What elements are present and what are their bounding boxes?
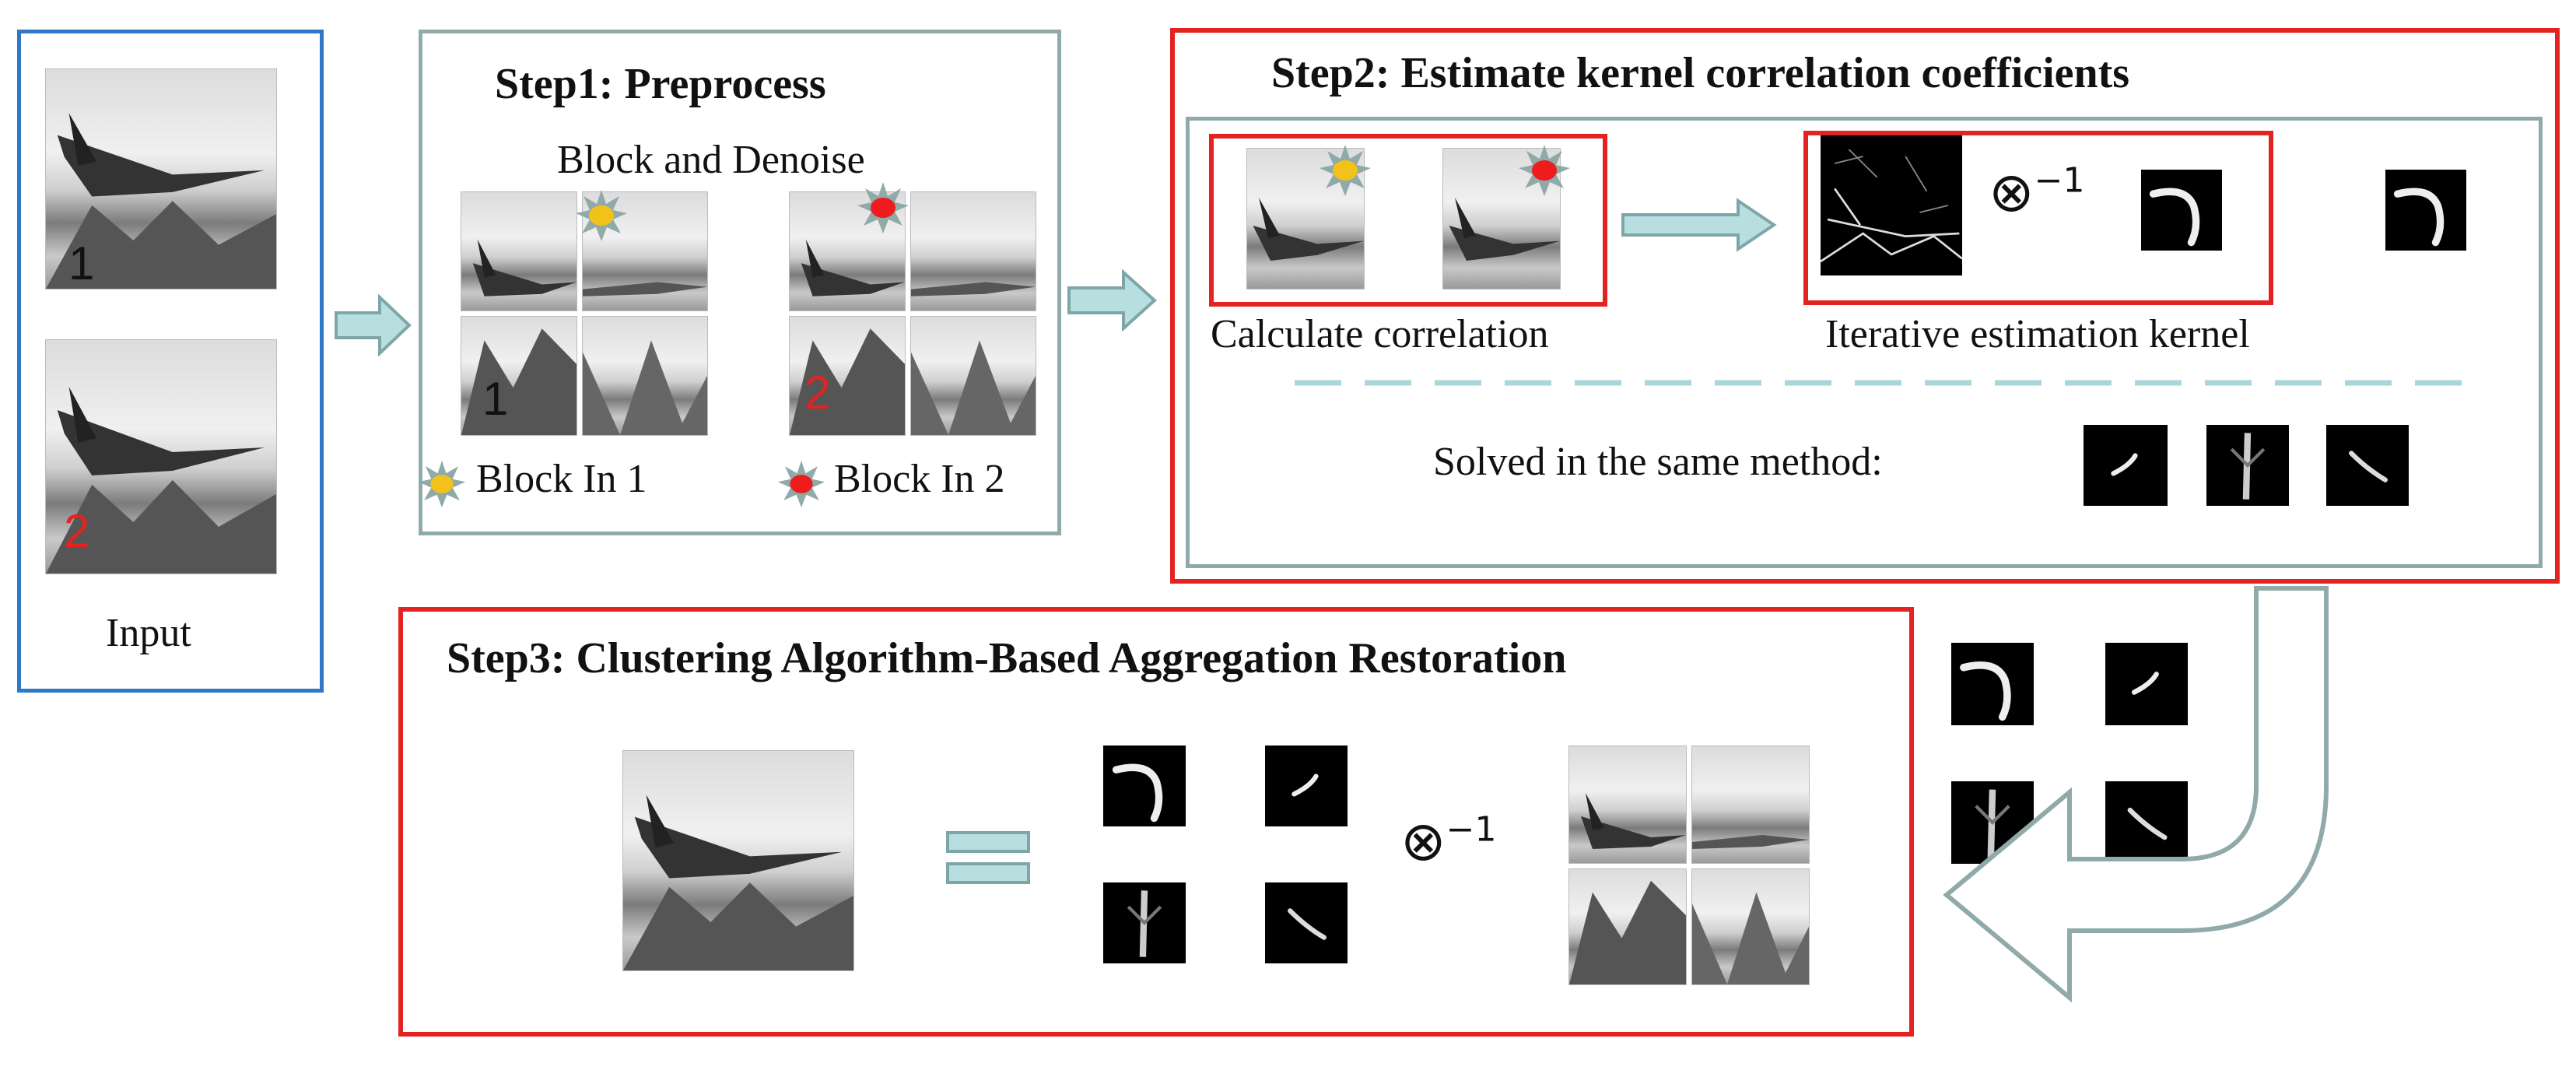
input-image-2	[45, 339, 277, 574]
step1-num-2: 2	[804, 367, 831, 419]
edge-map-image	[1820, 135, 1963, 275]
step1-block-2c	[789, 316, 906, 436]
correlation-box	[1209, 134, 1607, 307]
arrow-right-icon	[1067, 269, 1157, 332]
legend2-marker-icon	[777, 460, 825, 508]
iterative-box	[1803, 131, 2273, 305]
curved-arrow-icon	[1943, 586, 2329, 1003]
step3-kernel-1	[1103, 745, 1186, 826]
step1-block-1d	[582, 316, 708, 436]
step1-block-1a	[461, 191, 577, 311]
side-kernel-4	[2105, 781, 2188, 864]
step1-block-2d	[910, 316, 1036, 436]
input-panel	[17, 30, 324, 693]
inverse-exponent: −1	[2034, 160, 2085, 201]
inverse-exponent: −1	[1446, 809, 1497, 850]
dashed-divider	[1295, 380, 2477, 386]
step3-panel	[398, 607, 1914, 1037]
iterative-inverse-op: ⊗−1	[1989, 160, 2085, 224]
step3-kernel-2	[1265, 745, 1348, 826]
step3-block-b	[1691, 745, 1810, 864]
kernel-estimate-1	[2141, 170, 2222, 251]
kernel-solved-3	[2326, 425, 2409, 506]
input-num-2: 2	[64, 505, 90, 557]
step2-inner-panel	[1186, 117, 2543, 568]
step3-title: Step3: Clustering Algorithm-Based Aggreg…	[447, 634, 1567, 682]
input-num-1: 1	[68, 237, 95, 289]
step1-block-2b	[910, 191, 1036, 311]
equals-sign	[946, 831, 1030, 884]
step1-subtitle: Block and Denoise	[557, 138, 865, 182]
step1-num-1: 1	[482, 373, 509, 425]
inverse-symbol: ⊗	[1989, 160, 2035, 224]
step2-panel	[1170, 28, 2560, 584]
step3-block-c	[1568, 868, 1687, 985]
restored-image	[622, 750, 854, 971]
step1-panel	[419, 30, 1061, 535]
calc-correlation-label: Calculate correlation	[1211, 312, 1549, 356]
correlation-marker-1-icon	[1320, 145, 1371, 196]
side-kernel-1	[1951, 643, 2034, 725]
kernel-solved-2	[2206, 425, 2289, 506]
arrow-right-icon	[335, 294, 412, 356]
kernel-estimate-2	[2385, 170, 2466, 251]
step1-block-1c	[461, 316, 577, 436]
legend1-marker-icon	[418, 460, 466, 508]
step3-inverse-op: ⊗−1	[1400, 809, 1497, 873]
step2-title: Step2: Estimate kernel correlation coeff…	[1271, 49, 2130, 97]
block2-marker-icon	[857, 182, 909, 233]
iterative-estimation-label: Iterative estimation kernel	[1825, 312, 2250, 356]
input-image-1	[45, 68, 277, 289]
step3-block-d	[1691, 868, 1810, 985]
inverse-symbol: ⊗	[1400, 809, 1446, 873]
input-label: Input	[106, 611, 191, 655]
step3-kernel-3	[1103, 882, 1186, 963]
correlation-marker-2-icon	[1519, 145, 1570, 196]
step3-block-a	[1568, 745, 1687, 864]
solved-same-method-label: Solved in the same method:	[1433, 440, 1883, 484]
step3-kernel-4	[1265, 882, 1348, 963]
step1-legend-2: Block In 2	[834, 457, 1005, 501]
arrow-right-icon	[1621, 198, 1777, 252]
step1-legend-1: Block In 1	[476, 457, 647, 501]
side-kernel-2	[2105, 643, 2188, 725]
block1-marker-icon	[576, 190, 627, 241]
step1-title: Step1: Preprocess	[495, 60, 826, 108]
kernel-solved-1	[2084, 425, 2168, 506]
